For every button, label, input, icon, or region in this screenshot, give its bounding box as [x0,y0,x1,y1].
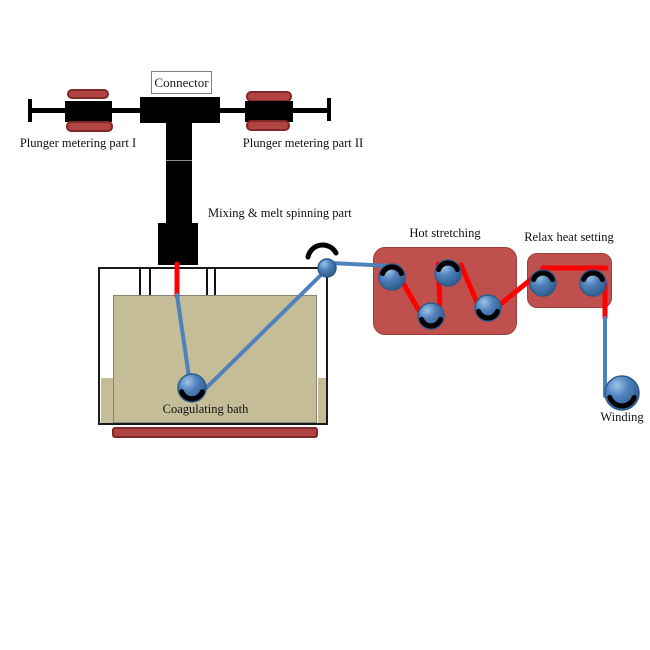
hot-stretching-label: Hot stretching [409,226,481,240]
bath-liquid-left-strip [101,378,113,423]
plunger2-cylinder [245,101,293,122]
connector-t-block [140,97,220,123]
bath-baffle-line [139,267,141,295]
bath-thread-down [175,293,191,379]
spinneret-block [158,223,198,265]
coagulating-bath-liquid [113,295,317,423]
plunger1-label: Plunger metering part I [19,136,137,150]
roller-rotation-arc [476,308,500,321]
bath-thread-up [194,268,328,400]
plunger2-label: Plunger metering part II [242,136,364,150]
bath-baffle-line [149,267,151,295]
roller-rotation-arc [436,260,460,273]
mixing-column-seam [166,160,192,161]
guide-roller-rotation-arc [305,242,339,260]
plunger1-heater-bottom [66,121,113,132]
bath-roller-rotation-arc [179,389,205,402]
roller-rotation-arc [380,264,404,277]
plunger2-heater-bottom [246,120,290,131]
connector-label: Connector [154,75,209,90]
mixing-label: Mixing & melt spinning part [208,206,352,220]
connector-label-box: Connector [151,71,212,94]
roller-rotation-arc [531,270,555,283]
hot-stretch-thread-1 [400,280,424,317]
thread-to-hot-stretching [328,261,395,268]
winding-label: Winding [600,410,644,424]
roller-rotation-arc [419,316,443,329]
bath-heater-bar [112,427,318,438]
winding-roller-rotation-arc [607,394,637,409]
relax-heat-setting-label: Relax heat setting [524,230,614,244]
mixing-column [166,123,192,223]
guide-roller [317,258,337,278]
hot-stretch-thread-3 [458,262,481,308]
bath-baffle-line [206,267,208,295]
plunger1-heater-top [67,89,109,99]
right-rod-end-cap [327,98,331,121]
plunger1-cylinder [65,101,112,122]
bath-liquid-right-strip [318,378,326,423]
bath-baffle-line [214,267,216,295]
roller-rotation-arc [581,270,605,283]
coagulating-bath-label: Coagulating bath [162,402,249,416]
